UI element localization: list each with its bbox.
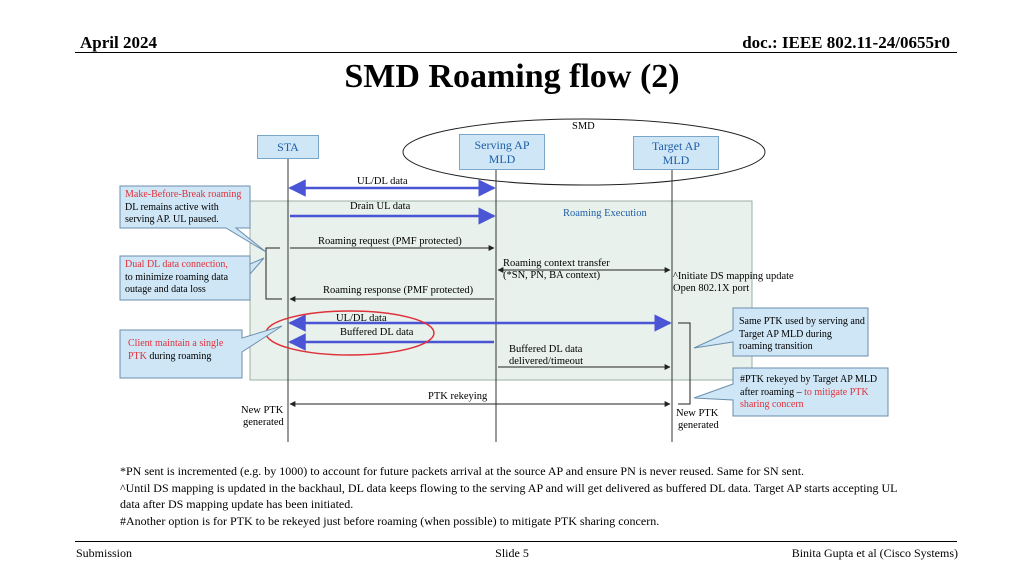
new-ptk-sta-label-1: New PTK (241, 405, 284, 416)
mbb-callout-body: DL remains active with serving AP. UL pa… (125, 201, 219, 226)
roaming-execution-region (249, 200, 753, 381)
rekey-callout-highlight: to mitigate PTK sharing concern (740, 386, 869, 411)
buffered-dl-label: Buffered DL data (340, 327, 414, 338)
new-ptk-sta-label-2: generated (243, 417, 284, 428)
footer-slide-number: Slide 5 (495, 546, 529, 560)
sta-box: STA (257, 135, 319, 159)
same-ptk-callout-shape (693, 307, 869, 357)
new-ptk-ap-label-2: generated (678, 420, 719, 431)
ds-update-label-1: ^Initiate DS mapping update (673, 271, 794, 282)
ul-dl-data-label-2: UL/DL data (336, 313, 387, 324)
roaming-response-label: Roaming response (PMF protected) (323, 285, 474, 296)
header-rule (75, 52, 957, 53)
client-callout-title: Client maintain a single PTK (128, 338, 224, 362)
ptk-rekey-label: PTK rekeying (428, 391, 488, 402)
header-date: April 2024 (80, 33, 157, 52)
context-transfer-label-2: (*SN, PN, BA context) (503, 270, 601, 281)
ptk-bracket (678, 322, 691, 405)
dual-callout-text: Dual DL data connection, to minimize roa… (125, 259, 249, 297)
footer-submission: Submission (76, 546, 133, 560)
client-callout-shape (119, 325, 283, 379)
header-doc-id: doc.: IEEE 802.11-24/0655r0 (742, 33, 950, 52)
footnote-ptk: #Another option is for PTK to be rekeyed… (120, 513, 660, 528)
dual-callout-tail (249, 257, 265, 276)
mbb-callout-title: Make-Before-Break roaming (125, 189, 242, 200)
footer-authors: Binita Gupta et al (Cisco Systems) (791, 546, 958, 560)
serving-ap-box: Serving AP MLD (459, 134, 545, 170)
mbb-bracket (265, 247, 282, 300)
rekey-callout-text: #PTK rekeyed by Target AP MLD after roam… (740, 374, 886, 412)
client-callout-body: during roaming (149, 350, 212, 362)
footnote-pn: *PN sent is incremented (e.g. by 1000) t… (120, 464, 805, 478)
roaming-request-label: Roaming request (PMF protected) (318, 236, 462, 247)
footnote-ds: ^Until DS mapping is updated in the back… (120, 480, 898, 512)
mbb-callout-shape (119, 185, 267, 253)
roaming-execution-label: Roaming Execution (563, 208, 647, 219)
footer-rule (75, 541, 957, 542)
client-callout-text: Client maintain a single PTK during roam… (128, 338, 240, 363)
buffered-delivered-label-1: Buffered DL data (509, 344, 583, 355)
smd-ellipse (402, 118, 766, 186)
ul-dl-data-label-1: UL/DL data (357, 176, 408, 187)
new-ptk-ap-label-1: New PTK (676, 408, 719, 419)
buffered-delivered-label-2: delivered/timeout (509, 356, 584, 367)
dual-callout-title: Dual DL data connection, (125, 259, 228, 270)
mbb-callout-text: Make-Before-Break roaming DL remains act… (125, 189, 250, 227)
context-transfer-label-1: Roaming context transfer (503, 258, 610, 269)
same-ptk-callout-text: Same PTK used by serving and Target AP M… (739, 316, 865, 352)
ds-update-label-2: Open 802.1X port (673, 283, 750, 294)
dual-callout-body: to minimize roaming data outage and data… (125, 271, 229, 296)
rekey-callout-body: #PTK rekeyed by Target AP MLD after roam… (740, 374, 878, 398)
slide-title: SMD Roaming flow (2) (344, 58, 680, 95)
footnotes: *PN sent is incremented (e.g. by 1000) t… (120, 463, 900, 529)
smd-label: SMD (572, 121, 595, 132)
dual-callout-shape (119, 255, 251, 301)
rekey-callout-shape (693, 367, 889, 417)
drain-ul-label: Drain UL data (350, 201, 411, 212)
target-ap-box: Target AP MLD (633, 136, 719, 170)
